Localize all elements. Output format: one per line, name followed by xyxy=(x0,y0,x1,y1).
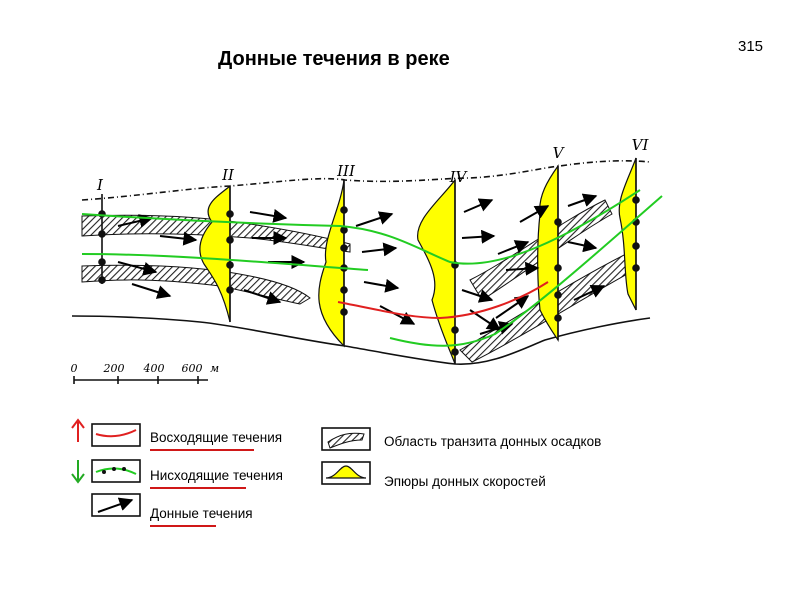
scale-unit: м xyxy=(210,362,219,375)
lower-bank xyxy=(72,316,650,364)
legend-arrow-down-icon xyxy=(72,460,84,482)
scale-tick-400: 400 xyxy=(143,362,165,375)
legend-velocity-label: Эпюры донных скоростей xyxy=(384,474,546,489)
section-verticals xyxy=(99,158,639,364)
legend-descending-symbol xyxy=(92,460,140,482)
legend-ascending-label: Восходящие течения xyxy=(150,430,282,445)
legend-ascending-underline xyxy=(150,449,254,451)
section-label-III: III xyxy=(336,162,356,180)
section-label-II: II xyxy=(221,166,235,184)
legend-transit-label: Область транзита донных осадков xyxy=(384,434,601,449)
transit-zone-lower xyxy=(82,265,310,304)
legend-descending-label: Нисходящие течения xyxy=(150,468,283,483)
legend-velocity-symbol xyxy=(322,462,370,484)
legend-ascending-symbol xyxy=(92,424,140,446)
section-label-I: I xyxy=(96,176,104,194)
legend-bottom-underline xyxy=(150,525,216,527)
scale-tick-0: 0 xyxy=(71,362,78,375)
upper-bank xyxy=(82,161,650,200)
velocity-profile-VI xyxy=(619,158,636,310)
velocity-profile-II xyxy=(200,186,230,322)
scale-tick-600: 600 xyxy=(182,362,203,375)
section-label-VI: VI xyxy=(632,136,650,154)
scale-tick-200: 200 xyxy=(103,362,125,375)
legend-descending-underline xyxy=(150,487,246,489)
velocity-profile-IV xyxy=(418,180,455,364)
section-label-V: V xyxy=(553,144,566,162)
velocity-profile-III xyxy=(319,180,344,346)
legend-arrow-up-icon xyxy=(72,420,84,442)
legend-transit-symbol xyxy=(322,428,370,450)
scale-bar: 0 200 400 600 м xyxy=(71,362,220,384)
section-label-IV: IV xyxy=(449,168,469,186)
legend-bottom-current-symbol xyxy=(92,494,140,516)
legend-bottom-label: Донные течения xyxy=(150,506,253,521)
